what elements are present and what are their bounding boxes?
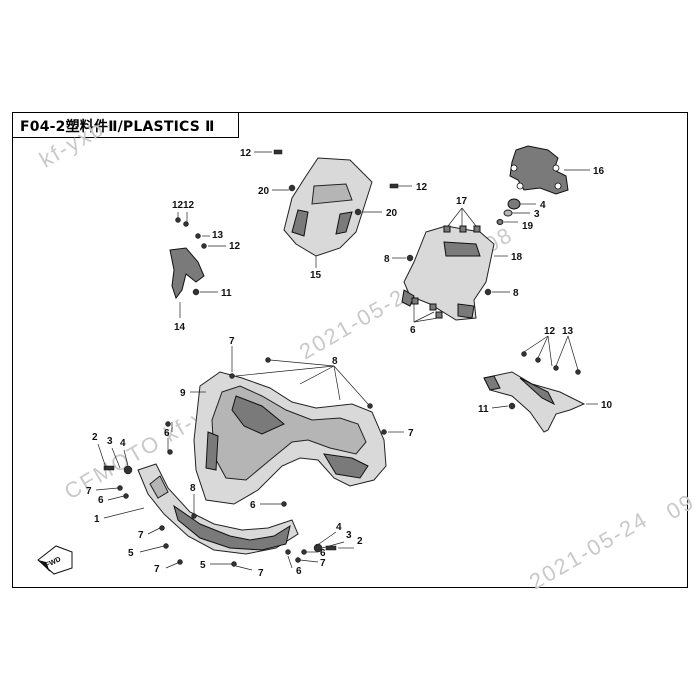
fwd-arrow: FWD [37, 545, 73, 575]
title-box [12, 112, 239, 138]
part-inner-cover-18 [401, 225, 495, 321]
callout-15: 15 [310, 270, 322, 281]
callout-20-a: 20 [258, 186, 270, 197]
part-windshield-15 [283, 157, 373, 257]
callout-10: 10 [601, 400, 613, 411]
callout-16: 16 [593, 166, 605, 177]
watermark-1: kf-yxb [35, 115, 109, 172]
fasteners [103, 149, 581, 567]
callout-6-e: 6 [320, 548, 326, 559]
callout-7-e: 7 [154, 564, 160, 575]
callout-4-c: 4 [336, 522, 342, 533]
callout-12-b: 12 [416, 182, 428, 193]
watermark-4: 2021-05-24 [525, 506, 652, 594]
callout-7-b: 7 [408, 428, 414, 439]
callout-8-a: 8 [384, 254, 390, 265]
callout-12-a: 12 [240, 148, 252, 159]
callout-7-a: 7 [229, 336, 235, 347]
callout-8-c: 8 [332, 356, 338, 367]
diagram-title: F04-2塑料件Ⅱ/PLASTICS Ⅱ [20, 119, 215, 135]
callout-7-g: 7 [258, 568, 264, 579]
callout-6-a: 6 [410, 325, 416, 336]
callout-7-f: 7 [320, 558, 326, 569]
part-front-fairing-9 [193, 371, 387, 505]
callout-18: 18 [511, 252, 523, 263]
callout-13-b: 13 [562, 326, 574, 337]
callout-1: 1 [94, 514, 100, 525]
callout-3-a: 3 [534, 209, 540, 220]
callout-4-b: 4 [120, 438, 126, 449]
leader-lines [95, 151, 598, 571]
watermark-5: 09 [662, 488, 699, 524]
callouts: 12 20 12 20 15 16 4 3 19 17 18 8 8 6 12 … [86, 148, 613, 579]
callout-14: 14 [174, 322, 186, 333]
callout-2-a: 2 [92, 432, 98, 443]
part-headlight-trim-1 [137, 463, 299, 555]
callout-7-c: 7 [86, 486, 92, 497]
callout-11-b: 11 [478, 404, 489, 415]
diagram-frame [12, 112, 688, 588]
callout-6-d: 6 [250, 500, 256, 511]
callout-12-c: 12 [172, 200, 184, 211]
callout-3-b: 3 [107, 436, 113, 447]
callout-2-b: 2 [357, 536, 363, 547]
callout-8-b: 8 [513, 288, 519, 299]
callout-19: 19 [522, 221, 534, 232]
part-bracket-14 [169, 247, 205, 300]
part-side-panel-10 [483, 371, 586, 433]
part-bracket-16 [509, 145, 569, 195]
callout-5-a: 5 [128, 548, 134, 559]
part-grommet-4-3-19 [496, 198, 521, 225]
callout-6-f: 6 [296, 566, 302, 577]
callout-20-b: 20 [386, 208, 398, 219]
callout-6-b: 6 [164, 428, 170, 439]
callout-17: 17 [456, 196, 468, 207]
callout-3-c: 3 [346, 530, 352, 541]
callout-4-a: 4 [540, 200, 546, 211]
callout-6-c: 6 [98, 495, 104, 506]
callout-7-d: 7 [138, 530, 144, 541]
callout-9: 9 [180, 388, 186, 399]
callout-8-d: 8 [190, 483, 196, 494]
callout-11-a: 11 [221, 288, 232, 299]
callout-12-e: 12 [229, 241, 241, 252]
callout-12-d: 12 [183, 200, 195, 211]
callout-12-f: 12 [544, 326, 556, 337]
callout-13-a: 13 [212, 230, 224, 241]
callout-5-b: 5 [200, 560, 206, 571]
